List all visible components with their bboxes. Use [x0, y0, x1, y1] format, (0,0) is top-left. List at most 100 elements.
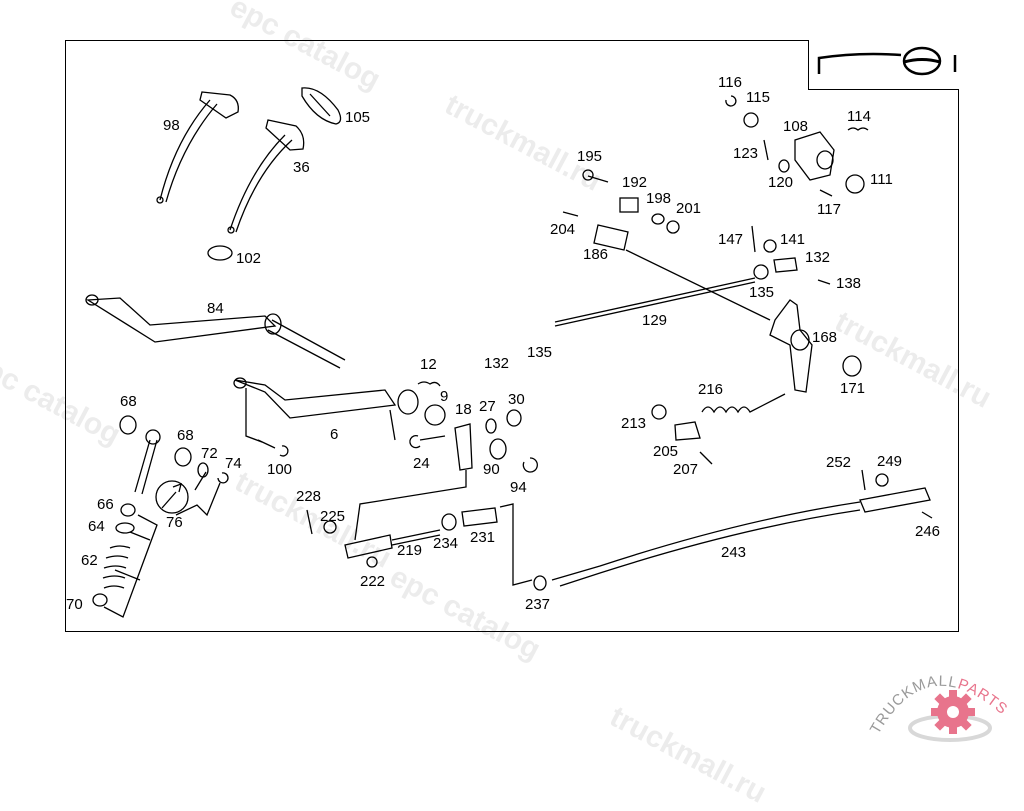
part-102-bushing	[207, 245, 233, 261]
part-94-clip	[522, 457, 538, 473]
part-171-bushing	[842, 355, 862, 377]
part-219-clevis-rod	[344, 529, 441, 559]
part-216-spring	[701, 393, 786, 414]
callout-216: 216	[698, 381, 724, 398]
callout-102: 102	[236, 250, 262, 267]
callout-76: 76	[166, 514, 183, 531]
callout-141: 141	[780, 231, 806, 248]
leader-left-cluster	[103, 471, 221, 618]
part-205-bracket	[674, 421, 701, 441]
callout-108: 108	[783, 118, 809, 135]
callout-129: 129	[642, 312, 668, 329]
part-168-lever	[769, 299, 813, 393]
part-36-pedal-arm	[227, 119, 305, 234]
part-228-cotter-pin	[306, 509, 313, 535]
callout-66: 66	[97, 496, 114, 513]
logo-graphic: TRUCKMALLPARTS	[867, 673, 1010, 742]
callout-132a: 132	[805, 249, 831, 266]
part-18-clevis	[454, 423, 473, 471]
part-147-cotter-pin	[751, 225, 756, 253]
part-135-nut	[753, 264, 769, 280]
callout-30: 30	[508, 391, 525, 408]
part-198-washer	[651, 213, 665, 225]
part-132-clevis	[773, 257, 798, 273]
callout-111: 111	[870, 171, 893, 188]
part-9-bushing	[424, 404, 446, 426]
part-68-bushing-b	[174, 447, 192, 467]
exploded-parts-drawing	[85, 87, 933, 618]
part-123-cotter-pin	[763, 139, 769, 161]
callout-68a: 68	[120, 393, 137, 410]
pedal-linkage-symbol-icon	[817, 46, 957, 76]
callout-237: 237	[525, 596, 551, 613]
part-246-pin	[921, 511, 933, 519]
part-234-nut	[441, 513, 457, 531]
part-116-clip	[725, 95, 737, 107]
callout-100: 100	[267, 461, 293, 478]
callout-132b: 132	[484, 355, 510, 372]
callout-115: 115	[746, 89, 770, 106]
callout-68b: 68	[177, 427, 194, 444]
callout-219: 219	[397, 542, 423, 559]
callout-222: 222	[360, 573, 386, 590]
callout-9: 9	[440, 388, 449, 405]
callout-246: 246	[915, 523, 941, 540]
callout-243: 243	[721, 544, 747, 561]
part-204-fitting	[562, 211, 579, 217]
callout-135a: 135	[749, 284, 775, 301]
part-192-plate	[619, 197, 639, 213]
part-117-bolt	[819, 189, 833, 197]
part-252-cotter-pin	[861, 469, 866, 491]
part-100-bolt	[257, 439, 289, 457]
callout-207: 207	[673, 461, 699, 478]
part-120-washer	[778, 159, 790, 173]
callout-147: 147	[718, 231, 744, 248]
part-201-nut	[666, 220, 680, 234]
callout-64: 64	[88, 518, 105, 535]
callout-205: 205	[653, 443, 679, 460]
callout-186: 186	[583, 246, 609, 263]
part-74-clip	[217, 472, 229, 484]
callout-116: 116	[718, 74, 742, 91]
part-108-bracket	[794, 131, 835, 181]
callout-62: 62	[81, 552, 98, 569]
callout-72: 72	[201, 445, 218, 462]
part-114-spring	[847, 127, 869, 131]
callout-231: 231	[470, 529, 496, 546]
part-72-washer	[197, 462, 209, 478]
callout-6: 6	[330, 426, 339, 443]
callout-213: 213	[621, 415, 647, 432]
part-68-bushing	[119, 415, 137, 435]
part-207-bolt	[699, 451, 713, 465]
callout-24: 24	[413, 455, 430, 472]
callout-27: 27	[479, 398, 496, 415]
part-141-washer	[763, 239, 777, 253]
leader-18	[354, 470, 467, 541]
part-30-nut	[506, 409, 522, 427]
part-6-lever	[233, 377, 419, 443]
callout-195: 195	[577, 148, 603, 165]
part-66-nut	[120, 503, 136, 517]
callout-74: 74	[225, 455, 242, 472]
part-111-bushing	[845, 174, 865, 194]
part-70-cap	[92, 593, 108, 607]
part-84-lever-shaft	[85, 294, 346, 369]
part-231-coupler	[461, 507, 498, 527]
part-249-washer	[875, 473, 889, 487]
part-222-pin	[366, 556, 378, 568]
part-186-sleeve	[593, 224, 629, 251]
part-24-bolt	[409, 434, 446, 449]
callout-228: 228	[296, 488, 322, 505]
callout-114: 114	[847, 108, 871, 125]
callout-70: 70	[66, 596, 83, 613]
callout-225: 225	[320, 508, 346, 525]
part-237-nut	[533, 575, 547, 591]
part-105-pedal-pad	[301, 87, 342, 125]
callout-94: 94	[510, 479, 527, 496]
callout-252: 252	[826, 454, 852, 471]
part-243-cable	[551, 501, 861, 587]
callout-171: 171	[840, 380, 866, 397]
callout-234: 234	[433, 535, 459, 552]
callout-204: 204	[550, 221, 576, 238]
part-115-washer	[743, 112, 759, 128]
